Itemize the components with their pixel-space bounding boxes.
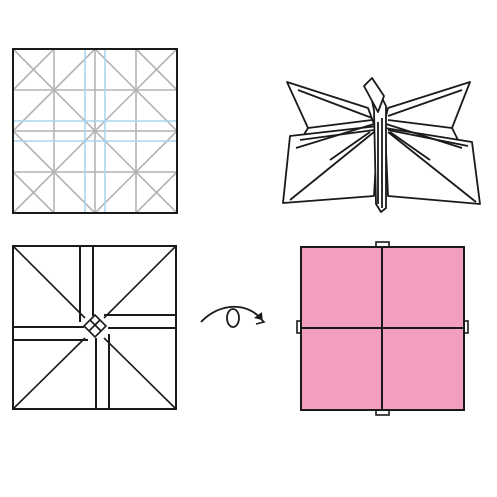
pinwheel-strip-right <box>104 314 176 329</box>
pinwheel-strip-top <box>79 246 94 322</box>
pinwheel-strip-left <box>13 326 88 341</box>
top-tip <box>363 77 385 113</box>
crease-pattern-square <box>12 48 178 214</box>
model-fold-lines <box>289 89 477 208</box>
finished-model <box>296 241 469 416</box>
turn-over-icon <box>200 305 266 328</box>
pinwheel-square <box>12 245 177 410</box>
collapsed-model <box>282 77 481 213</box>
pinwheel-center <box>82 313 108 339</box>
gray-crease-lines <box>12 48 178 214</box>
pinwheel-diagonals <box>12 245 177 410</box>
pinwheel-strip-bottom <box>95 334 110 409</box>
crease-pattern-border <box>12 48 178 214</box>
blue-crease-lines <box>13 49 177 213</box>
